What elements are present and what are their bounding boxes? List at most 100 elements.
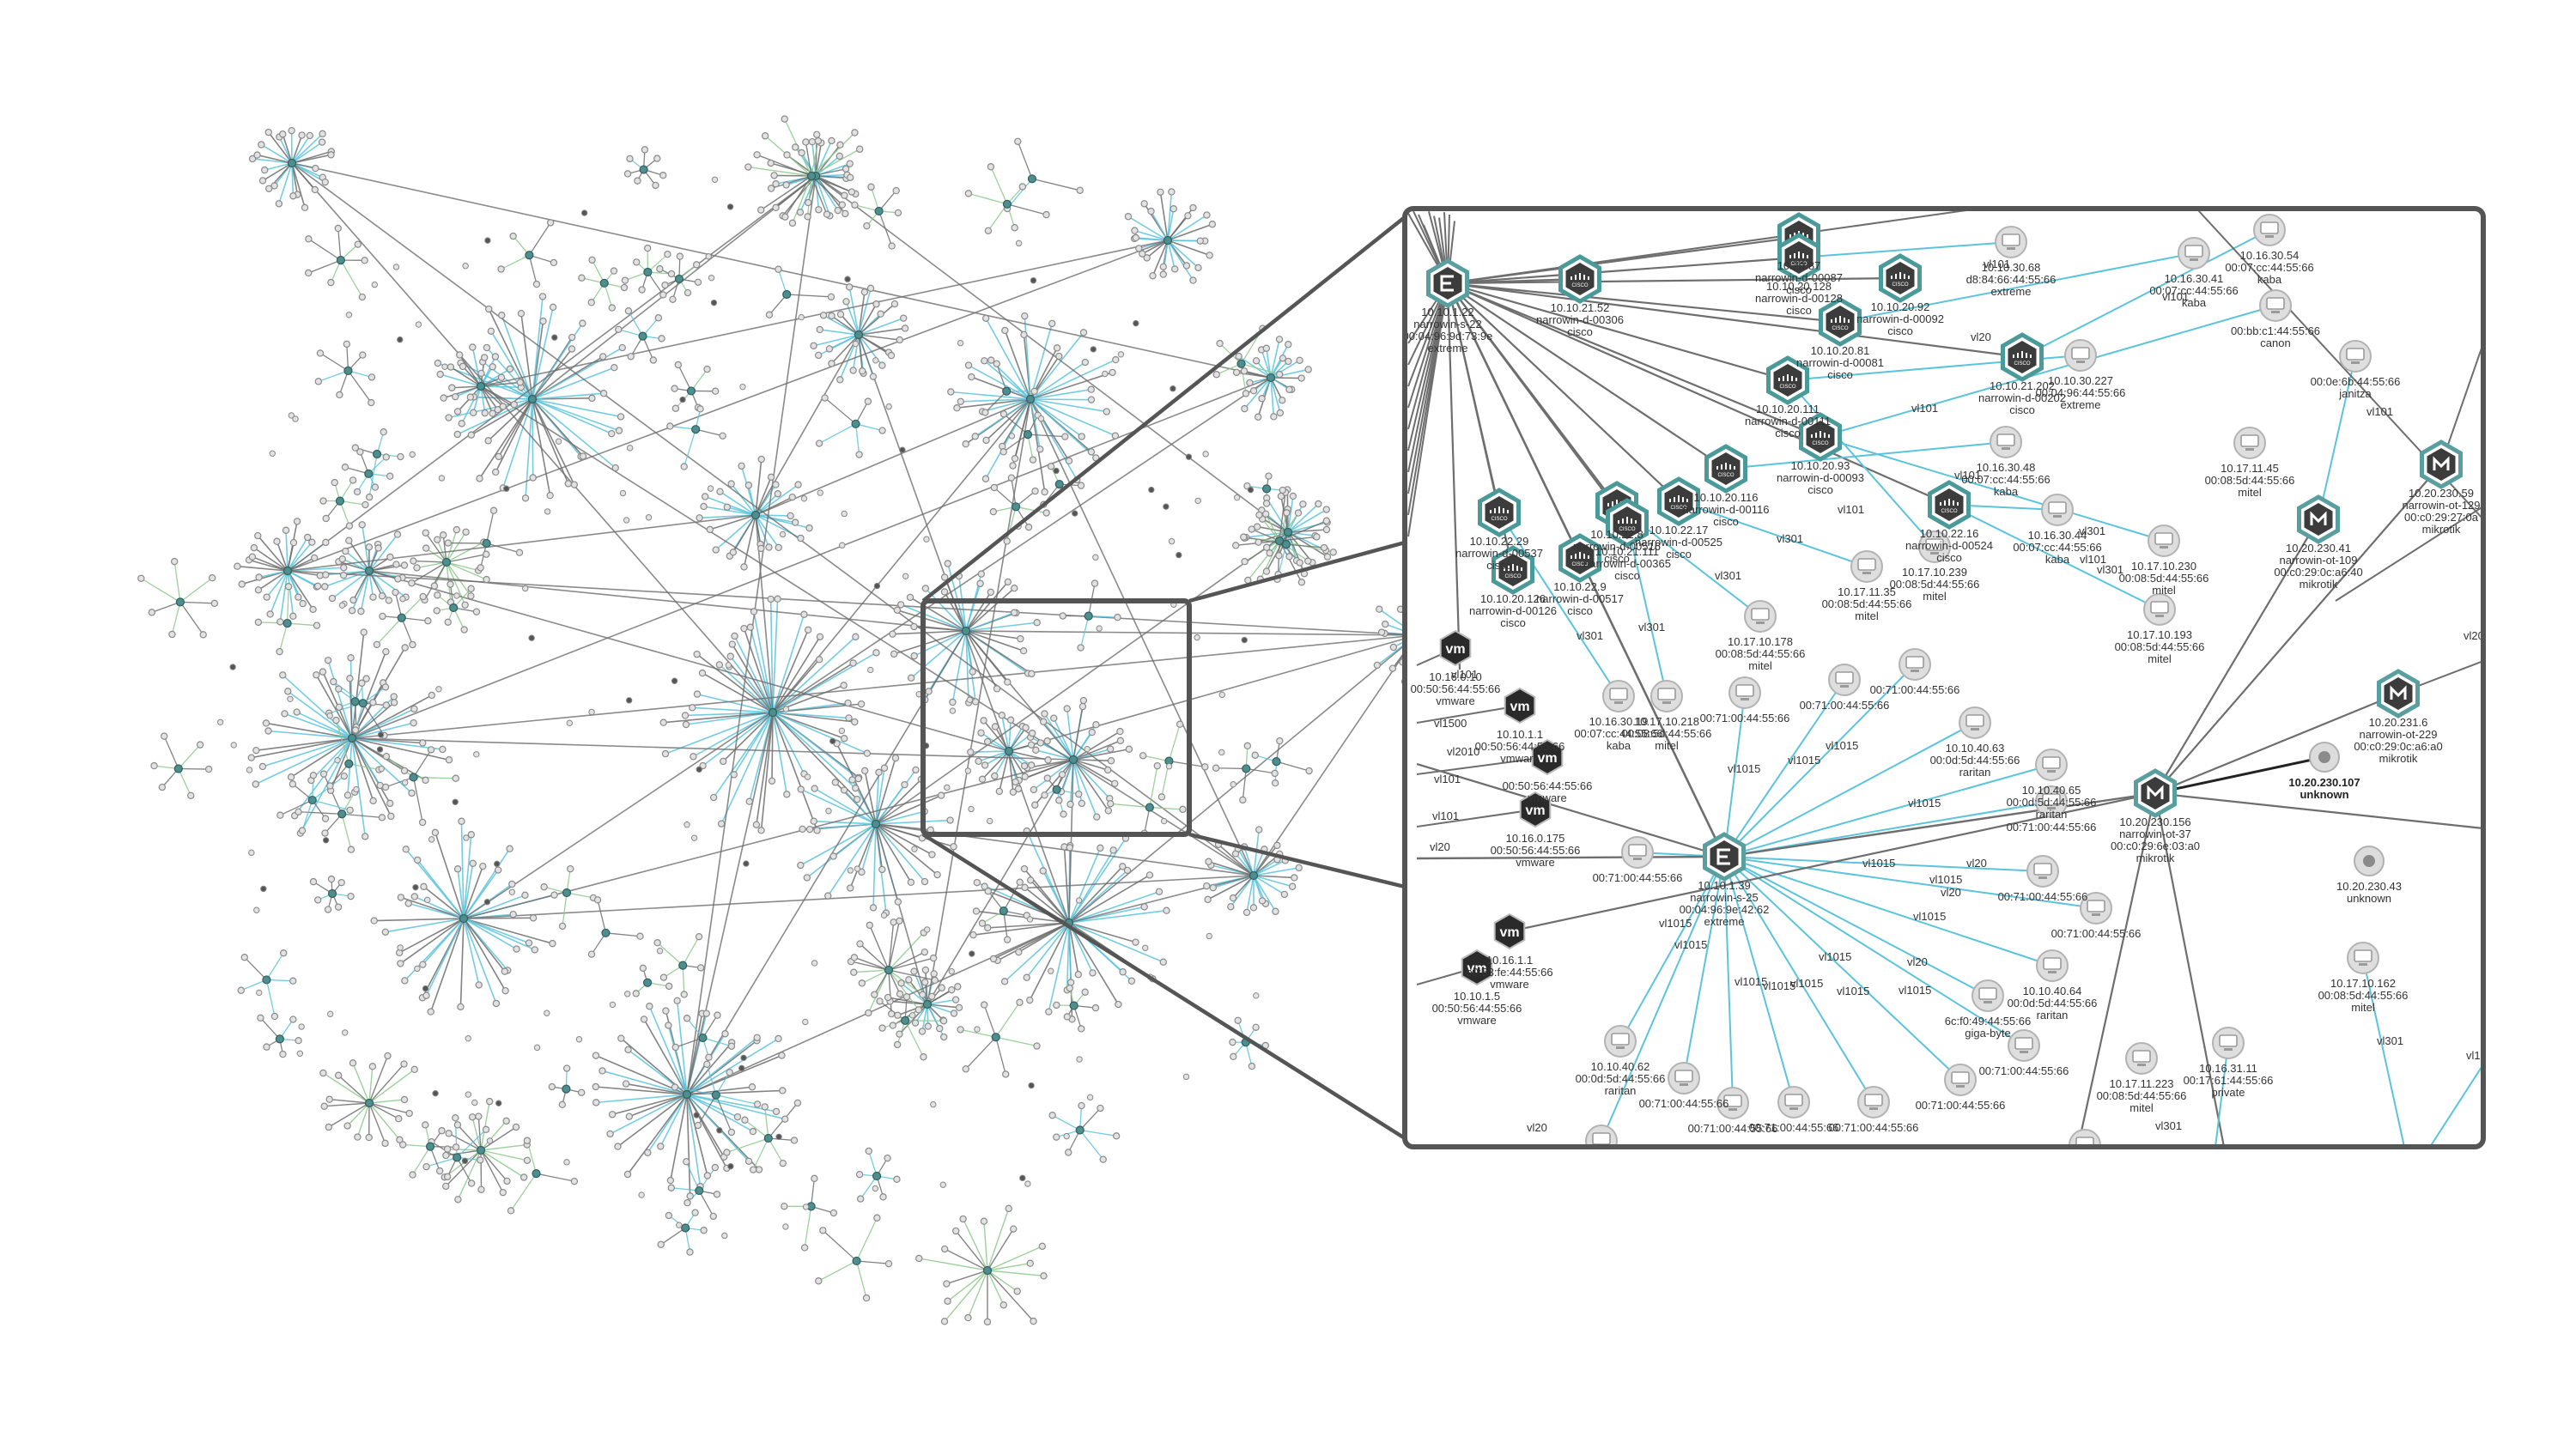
cisco-node-icon[interactable]: CISCO — [1819, 297, 1862, 347]
mikrotik-node-icon[interactable] — [2297, 494, 2340, 544]
host-node-icon[interactable] — [1918, 530, 1951, 563]
host-node-icon[interactable] — [2008, 1029, 2040, 1062]
host-node-icon[interactable] — [1602, 680, 1635, 712]
vmware-node-icon[interactable]: vm — [1439, 629, 1472, 667]
host-node-icon[interactable] — [2125, 1042, 2158, 1075]
vlan-label: vl101 — [1432, 809, 1459, 822]
extreme-node-icon[interactable] — [1426, 258, 1469, 308]
host-node-icon[interactable] — [1585, 1125, 1618, 1156]
vlan-label: vl20 — [1941, 886, 1961, 899]
node-label: 00:71:00:44:55:66 — [1749, 1121, 1839, 1134]
host-node-icon[interactable] — [2233, 427, 2266, 459]
host-node-icon[interactable] — [2212, 1027, 2245, 1059]
host-node-icon[interactable] — [1777, 1086, 1810, 1119]
vlan-label: vl1015 — [1899, 984, 1931, 997]
host-node-icon[interactable] — [2259, 289, 2292, 322]
cisco-node-icon[interactable]: CISCO — [1478, 488, 1521, 537]
host-node-icon[interactable] — [1944, 1064, 1977, 1096]
host-node-icon[interactable] — [2035, 749, 2068, 781]
cisco-node-icon[interactable]: CISCO — [1799, 412, 1842, 462]
overview-nodes — [137, 115, 1465, 1326]
vmware-node-icon[interactable]: vm — [1493, 912, 1526, 950]
cisco-node-icon[interactable]: CISCO — [1558, 533, 1601, 583]
vlan-label: vl1015 — [1913, 910, 1946, 923]
node-label: 00:71:00:44:55:66 — [1639, 1097, 1729, 1110]
cisco-node-icon[interactable]: CISCO — [1704, 444, 1747, 494]
host-node-icon[interactable] — [2178, 237, 2210, 270]
vlan-label: vl301 — [1777, 532, 1803, 545]
connector-line — [1188, 832, 1406, 889]
host-node-icon[interactable] — [1716, 1087, 1749, 1119]
vlan-label: vl1015 — [1826, 739, 1858, 752]
host-node-icon[interactable] — [2148, 524, 2180, 557]
svg-text:vm: vm — [1510, 700, 1529, 714]
cisco-node-icon[interactable]: CISCO — [2001, 332, 2044, 382]
host-node-icon[interactable] — [2026, 855, 2059, 888]
cisco-node-icon[interactable]: CISCO — [1606, 498, 1649, 548]
unknown-node-icon[interactable] — [2309, 742, 2340, 773]
vmware-node-icon[interactable]: vm — [1461, 949, 1493, 986]
vlan-label: vl202 — [2464, 629, 2490, 642]
vmware-node-icon[interactable]: vm — [1519, 791, 1552, 828]
host-node-icon[interactable] — [2036, 949, 2069, 982]
zoom-inset-frame — [1402, 206, 2486, 1149]
host-node-icon[interactable] — [1668, 1062, 1700, 1094]
vlan-label: vl1015 — [1862, 857, 1895, 870]
host-node-icon[interactable] — [1604, 1025, 1637, 1058]
host-node-icon[interactable] — [1971, 979, 2004, 1012]
vlan-label: vl20 — [1971, 330, 1991, 343]
unknown-node-icon[interactable] — [2354, 846, 2385, 876]
host-node-icon[interactable] — [1899, 648, 1931, 681]
cisco-node-icon[interactable]: CISCO — [1879, 253, 1922, 303]
vlan-label: vl301 — [2079, 524, 2105, 537]
host-node-icon[interactable] — [2080, 892, 2112, 925]
host-node-icon[interactable] — [1744, 600, 1777, 633]
host-node-icon[interactable] — [2347, 942, 2379, 974]
host-node-icon[interactable] — [2041, 494, 2074, 526]
overview-selection-box[interactable] — [920, 598, 1192, 837]
host-node-icon[interactable] — [2064, 339, 2097, 372]
host-node-icon[interactable] — [1650, 680, 1683, 712]
vmware-node-icon[interactable]: vm — [1531, 738, 1564, 776]
host-node-icon[interactable] — [1857, 1086, 1890, 1119]
zoom-inset[interactable]: CISCOCISCOCISCOCISCOCISCOCISCOCISCOCISCO… — [1402, 206, 2490, 1177]
svg-text:CISCO: CISCO — [1504, 574, 1521, 579]
host-node-icon[interactable] — [1621, 836, 1654, 869]
host-node-icon[interactable] — [2143, 593, 2176, 626]
cisco-node-icon[interactable]: CISCO — [1657, 476, 1700, 526]
host-node-icon[interactable] — [1959, 706, 1991, 739]
cisco-node-icon[interactable]: CISCO — [1558, 254, 1601, 304]
vmware-node-icon[interactable]: vm — [1504, 687, 1536, 724]
cisco-node-icon[interactable]: CISCO — [1928, 480, 1971, 530]
host-node-icon[interactable] — [1828, 664, 1861, 696]
cisco-node-icon[interactable]: CISCO — [1492, 545, 1534, 595]
overview-graph[interactable] — [137, 115, 1465, 1326]
host-node-icon[interactable] — [2339, 340, 2372, 373]
svg-text:vm: vm — [1445, 642, 1465, 657]
cisco-node-icon[interactable]: CISCO — [1766, 355, 1809, 405]
host-node-icon[interactable] — [2035, 785, 2068, 818]
cisco-node-icon[interactable]: CISCO — [1777, 233, 1820, 282]
mikrotik-node-icon[interactable] — [2377, 669, 2420, 718]
node-label: 00:71:00:44:55:66 — [2007, 821, 2097, 834]
mikrotik-node-icon[interactable] — [2134, 768, 2177, 818]
host-node-icon[interactable] — [1850, 550, 1883, 583]
vlan-label: vl2010 — [1447, 745, 1479, 758]
host-node-icon[interactable] — [1990, 426, 2022, 458]
mikrotik-node-icon[interactable] — [2420, 440, 2463, 489]
host-node-icon[interactable] — [1728, 676, 1761, 709]
extreme-node-icon[interactable] — [1703, 832, 1746, 882]
host-node-icon[interactable] — [2253, 214, 2286, 246]
host-node-icon[interactable] — [1995, 226, 2027, 258]
